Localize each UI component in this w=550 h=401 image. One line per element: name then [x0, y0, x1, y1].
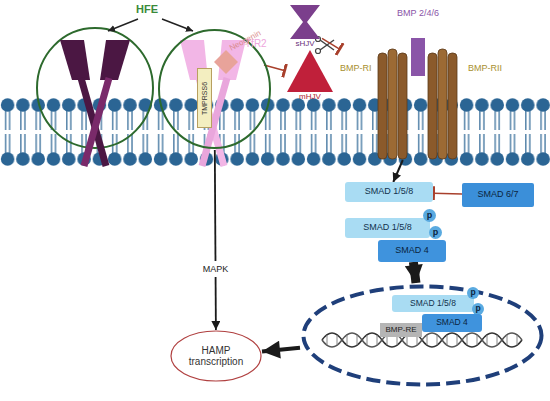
receptor-rod	[438, 49, 447, 159]
arrow-connector	[215, 150, 216, 330]
diamond-shape	[214, 50, 238, 74]
receptor-ellipse: TfR2	[157, 28, 272, 150]
membrane-hjv: mHJV	[285, 50, 335, 105]
node-label: p	[423, 209, 436, 222]
smad-box: SMAD 1/5/8pp	[392, 295, 474, 312]
response-element-box: BMP-RE	[380, 323, 422, 337]
smad-box: SMAD 1/5/8	[345, 182, 433, 202]
receptor-rod	[448, 53, 457, 159]
gene-label: HFE	[136, 3, 158, 15]
inhibition-line	[322, 38, 340, 49]
phospho-circle: p	[467, 287, 479, 299]
node-label: TMPRSS6	[198, 69, 211, 127]
protease-box: TMPRSS6	[197, 68, 212, 128]
phospho-circle: p	[429, 226, 442, 239]
dna-rungs	[327, 335, 517, 345]
smad-inhibitor-box: SMAD 6/7	[462, 183, 534, 207]
gene-ellipse: HAMP transcription	[170, 330, 262, 382]
triangle-shape	[287, 50, 333, 92]
nucleus: SMAD 1/5/8ppSMAD 4BMP-RE	[300, 283, 545, 388]
node-label: SMAD 4	[378, 240, 446, 262]
arrow-connector	[413, 262, 416, 283]
nucleus-outline	[304, 287, 542, 385]
smad4-box: SMAD 4	[378, 240, 446, 262]
arrow-connector	[262, 348, 300, 352]
node-label: HAMP transcription	[170, 330, 262, 382]
dna-strand	[322, 333, 522, 347]
node-label: SMAD 4	[422, 314, 482, 332]
ellipse-outline	[171, 331, 261, 381]
node-label: p	[429, 226, 442, 239]
phospho-circle: p	[423, 209, 436, 222]
ligand-shape	[411, 38, 425, 76]
receptor-arm	[60, 40, 90, 80]
node-label: BMP 2/4/6	[385, 8, 451, 18]
node-label: SMAD 1/5/8	[345, 218, 430, 238]
smad-box: SMAD 1/5/8pp	[345, 218, 430, 238]
node-label: mHJV	[285, 92, 335, 101]
bmp-receptor: BMP-RI BMP-RII	[340, 45, 515, 160]
receptor-rod	[378, 53, 387, 159]
node-label: SMAD 6/7	[462, 183, 534, 207]
lipid-bilayer	[0, 98, 550, 166]
node-label: SMAD 1/5/8	[345, 182, 433, 202]
arrow-connector	[393, 160, 403, 182]
node-label: Neogenin	[228, 28, 262, 52]
edge-label: MAPK	[201, 261, 231, 277]
node-label: BMP-RE	[380, 323, 422, 337]
receptor-rod	[428, 53, 437, 159]
node-label: SMAD 1/5/8	[392, 295, 474, 312]
receptor-rod	[388, 49, 397, 159]
receptor-arm	[100, 40, 130, 80]
node-label: BMP-RI	[340, 63, 372, 73]
hfe-arrow	[162, 19, 193, 31]
node-label: p	[467, 287, 479, 299]
node-label: sHJV	[288, 39, 322, 48]
node-shape	[340, 45, 515, 160]
hourglass-shape	[290, 5, 320, 39]
smad4-box: SMAD 4	[422, 314, 482, 332]
receptor-rod	[398, 53, 407, 159]
hfe-arrow	[108, 19, 138, 31]
receptor-stem	[84, 78, 109, 166]
dna-strand	[322, 333, 522, 347]
soluble-hjv: sHJV	[288, 5, 322, 51]
receptor-diamond: Neogenin	[212, 38, 264, 78]
inhibition-line	[433, 192, 462, 194]
ellipse-outline	[159, 30, 270, 148]
node-label: BMP-RII	[468, 63, 502, 73]
scissors	[316, 49, 321, 54]
